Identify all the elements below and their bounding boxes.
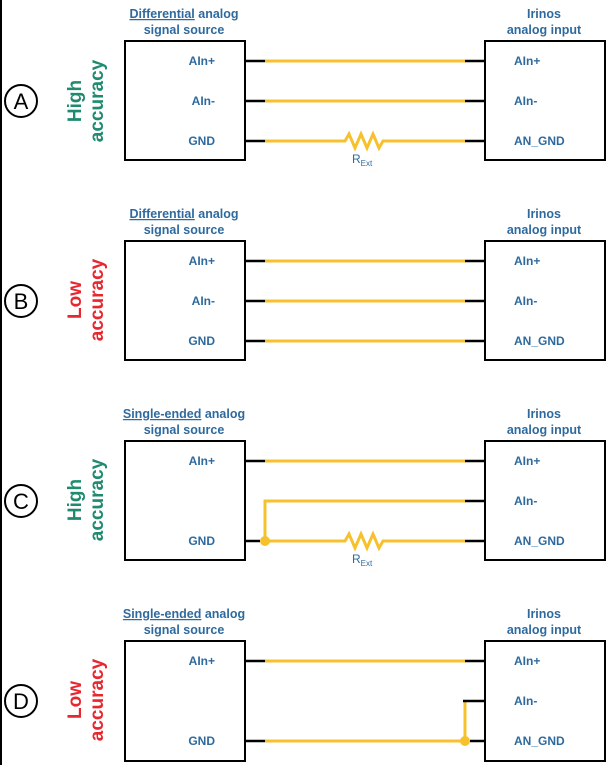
- source-title-rest: analog: [195, 207, 239, 221]
- wire-gnd-resistor: [265, 530, 465, 552]
- target-subtitle: analog input: [507, 23, 582, 37]
- target-pin-label: AN_GND: [514, 734, 565, 748]
- panel-letter-circle: [4, 84, 38, 118]
- target-title: Irinos: [527, 407, 561, 421]
- target-pin-label: AIn+: [514, 654, 540, 668]
- panel-b: B Low accuracy Differential analog signa…: [4, 207, 606, 361]
- source-pin-label: AIn-: [192, 94, 215, 108]
- source-type: Single-ended: [123, 407, 201, 421]
- source-title-rest: analog: [201, 607, 245, 621]
- source-title: Single-ended analog: [123, 607, 245, 621]
- target-title: Irinos: [527, 607, 561, 621]
- source-subtitle: signal source: [144, 23, 225, 37]
- source-pin-label: GND: [188, 534, 215, 548]
- target-pin-label: AIn-: [514, 294, 537, 308]
- accuracy-label-line2: accuracy: [87, 458, 108, 541]
- source-pin-label: AIn+: [189, 54, 215, 68]
- source-title: Differential analog: [129, 207, 238, 221]
- panel-letter-circle: [4, 284, 38, 318]
- source-pin-label: AIn+: [189, 454, 215, 468]
- junction-dot: [260, 536, 270, 546]
- source-pin-label: GND: [188, 334, 215, 348]
- target-pin-label: AIn-: [514, 694, 537, 708]
- wire-gnd-to-ain-minus: [263, 499, 465, 541]
- target-subtitle: analog input: [507, 223, 582, 237]
- target-pin-label: AIn+: [514, 454, 540, 468]
- resistor-label-main: R: [352, 152, 361, 166]
- source-subtitle: signal source: [144, 423, 225, 437]
- source-subtitle: signal source: [144, 623, 225, 637]
- accuracy-label-line1: Low: [65, 681, 86, 719]
- source-type: Differential: [129, 7, 194, 21]
- target-pin-label: AN_GND: [514, 134, 565, 148]
- target-pin-label: AN_GND: [514, 334, 565, 348]
- panel-letter-circle: [4, 484, 38, 518]
- target-pin-label: AIn-: [514, 494, 537, 508]
- target-box: [484, 240, 606, 361]
- target-box: [484, 40, 606, 161]
- panel-letter-circle: [4, 684, 38, 718]
- target-subtitle: analog input: [507, 623, 582, 637]
- resistor-label: RExt: [352, 552, 373, 568]
- target-subtitle: analog input: [507, 423, 582, 437]
- panel-d: D Low accuracy Single-ended analog signa…: [4, 607, 606, 762]
- panel-letter: C: [13, 489, 29, 514]
- target-box: [484, 640, 606, 762]
- accuracy-label-line2: accuracy: [87, 258, 108, 341]
- target-pin-label: AIn-: [514, 94, 537, 108]
- target-pin-label: AIn+: [514, 254, 540, 268]
- source-pin-label: AIn-: [192, 294, 215, 308]
- accuracy-label-line1: High: [65, 479, 86, 521]
- panel-letter: A: [14, 89, 29, 114]
- source-title: Single-ended analog: [123, 407, 245, 421]
- source-title-rest: analog: [195, 7, 239, 21]
- source-box: [124, 240, 246, 361]
- wire-gnd-resistor: [265, 130, 465, 152]
- target-title: Irinos: [527, 207, 561, 221]
- target-title: Irinos: [527, 7, 561, 21]
- junction-dot: [460, 736, 470, 746]
- accuracy-label-line1: High: [65, 80, 86, 122]
- resistor-label-sub: Ext: [361, 159, 373, 168]
- resistor-label: RExt: [352, 152, 373, 168]
- panel-letter: B: [14, 289, 29, 314]
- resistor-label-sub: Ext: [361, 559, 373, 568]
- target-pin-label: AIn+: [514, 54, 540, 68]
- source-pin-label: AIn+: [189, 254, 215, 268]
- target-pin-label: AN_GND: [514, 534, 565, 548]
- source-pin-label: AIn+: [189, 654, 215, 668]
- source-subtitle: signal source: [144, 223, 225, 237]
- source-box: [124, 40, 246, 161]
- source-pin-label: GND: [188, 734, 215, 748]
- panel-letter: D: [13, 689, 29, 714]
- source-box: [124, 640, 246, 762]
- panel-c: C High accuracy Single-ended analog sign…: [4, 407, 606, 568]
- accuracy-label-line2: accuracy: [87, 658, 108, 741]
- source-type: Single-ended: [123, 607, 201, 621]
- source-pin-label: GND: [188, 134, 215, 148]
- source-box: [124, 440, 246, 561]
- source-type: Differential: [129, 207, 194, 221]
- source-title-rest: analog: [201, 407, 245, 421]
- source-title: Differential analog: [129, 7, 238, 21]
- accuracy-label-line2: accuracy: [87, 59, 108, 142]
- panel-a: A High accuracy Differential analog sign…: [4, 7, 606, 168]
- accuracy-label-line1: Low: [65, 281, 86, 319]
- resistor-label-main: R: [352, 552, 361, 566]
